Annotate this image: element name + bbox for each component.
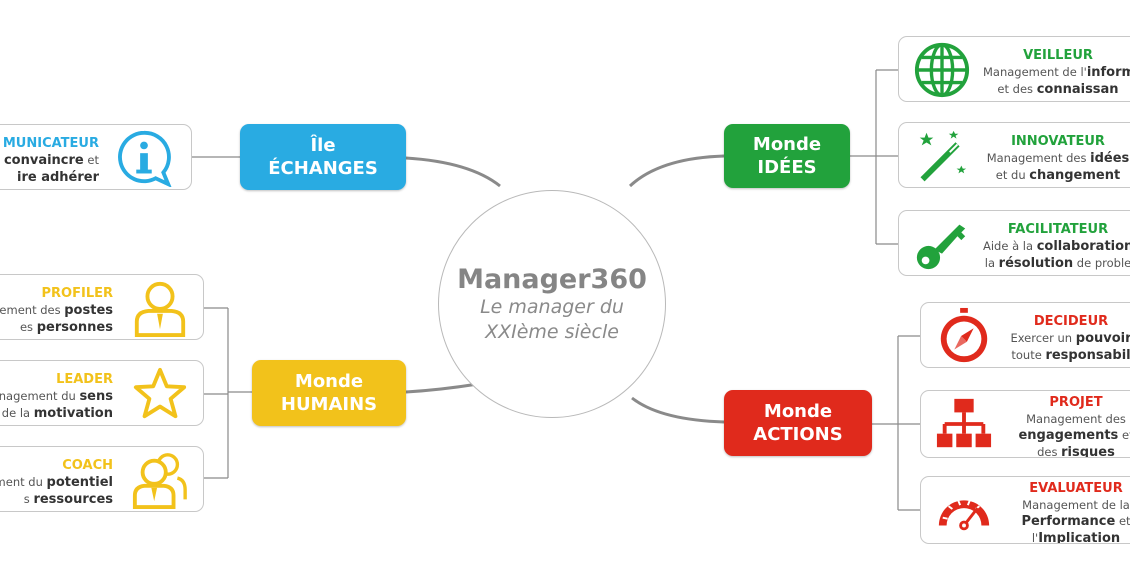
- globe-icon: [914, 42, 970, 98]
- role-coach: COACH: [62, 458, 113, 473]
- world-humains-line2: HUMAINS: [280, 394, 378, 415]
- innovateur-text-4: changement: [1029, 168, 1121, 183]
- projet-text-4: des: [1037, 445, 1062, 458]
- decideur-text-1: Exercer un: [1010, 331, 1076, 345]
- central-title: Manager360: [457, 263, 647, 295]
- role-evaluateur: EVALUATEUR: [1029, 481, 1123, 496]
- world-actions-line1: Monde: [763, 401, 833, 422]
- role-communicateur: MUNICATEUR: [2, 136, 99, 151]
- projet-text-2: engagements: [1018, 428, 1119, 443]
- card-leader[interactable]: LEADER nagement du sens de la motivation: [0, 360, 204, 426]
- world-humains-line1: Monde: [294, 371, 364, 392]
- role-veilleur: VEILLEUR: [1023, 48, 1093, 63]
- link-idees-tree: [850, 69, 898, 245]
- innovateur-text-2: idées: [1090, 151, 1130, 166]
- leader-text-2: sens: [79, 389, 113, 404]
- innovateur-text-1: Management des: [986, 151, 1091, 165]
- people-icon: [132, 453, 187, 509]
- compass-icon: [940, 307, 988, 363]
- card-communicateur[interactable]: MUNICATEUR convaincre et ire adhérer: [0, 124, 192, 190]
- world-idees-line2: IDÉES: [757, 157, 817, 178]
- profiler-text-3: es: [19, 320, 37, 334]
- coach-text-2: potentiel: [46, 475, 113, 490]
- veilleur-text-1: Management de l': [983, 65, 1087, 79]
- card-facilitateur[interactable]: FACILITATEUR Aide à la collaboration la …: [898, 210, 1130, 276]
- decideur-text-4: responsabil: [1045, 348, 1130, 363]
- coach-text-1: ment du: [0, 475, 43, 489]
- world-idees[interactable]: Monde IDÉES: [724, 124, 850, 188]
- star-icon: [133, 367, 187, 419]
- profiler-text-2: postes: [64, 303, 113, 318]
- role-projet: PROJET: [1049, 395, 1103, 410]
- link-humains-tree: [204, 307, 252, 479]
- coach-text-3: s: [23, 492, 34, 506]
- key-icon: [916, 224, 966, 270]
- evaluateur-text-3: et: [1115, 514, 1130, 528]
- card-decideur[interactable]: DECIDEUR Exercer un pouvoir toute respon…: [920, 302, 1130, 368]
- decideur-text-3: toute: [1011, 348, 1046, 362]
- world-echanges[interactable]: Île ÉCHANGES: [240, 124, 406, 190]
- leader-text-3: de la: [1, 406, 34, 420]
- link-actions-tree: [872, 335, 920, 511]
- branch-humains: [405, 382, 479, 394]
- world-echanges-line2: ÉCHANGES: [268, 158, 378, 179]
- evaluateur-text-4: l': [1031, 531, 1039, 544]
- world-idees-line1: Monde: [752, 134, 822, 155]
- facilitateur-text-1: Aide à la: [983, 239, 1037, 253]
- innovateur-text-3: et du: [995, 168, 1030, 182]
- person-icon: [134, 281, 186, 337]
- role-leader: LEADER: [56, 372, 113, 387]
- decideur-text-2: pouvoir: [1075, 331, 1130, 346]
- profiler-text-4: personnes: [36, 320, 113, 335]
- world-humains[interactable]: Monde HUMAINS: [252, 360, 406, 426]
- world-actions[interactable]: Monde ACTIONS: [724, 390, 872, 456]
- profiler-text-1: ement des: [0, 303, 65, 317]
- branch-echanges: [405, 156, 501, 188]
- magic-wand-icon: [919, 130, 967, 182]
- evaluateur-text-2: Performance: [1021, 514, 1116, 529]
- card-veilleur[interactable]: VEILLEUR Management de l'inform et des c…: [898, 36, 1130, 102]
- veilleur-text-3: et des: [997, 82, 1037, 96]
- projet-text-5: risques: [1061, 445, 1115, 458]
- communicateur-text-1: convaincre: [3, 153, 84, 168]
- org-chart-icon: [936, 398, 992, 448]
- facilitateur-text-5: de proble: [1073, 256, 1130, 270]
- card-innovateur[interactable]: INNOVATEUR Management des idées et du ch…: [898, 122, 1130, 188]
- role-profiler: PROFILER: [41, 286, 113, 301]
- veilleur-text-4: connaissan: [1036, 82, 1119, 97]
- world-actions-line2: ACTIONS: [753, 424, 843, 445]
- info-icon: [118, 130, 172, 187]
- central-node: Manager360 Le manager du XXIème siècle: [438, 190, 666, 418]
- world-echanges-line1: Île: [310, 135, 336, 156]
- coach-text-4: ressources: [33, 492, 113, 507]
- card-coach[interactable]: COACH ment du potentiel s ressources: [0, 446, 204, 512]
- card-projet[interactable]: PROJET Management des engagements et des…: [920, 390, 1130, 458]
- projet-text-1: Management des: [1026, 412, 1126, 426]
- card-evaluateur[interactable]: EVALUATEUR Management de la Performance …: [920, 476, 1130, 544]
- evaluateur-text-1: Management de la: [1022, 498, 1130, 512]
- projet-text-3: et: [1121, 428, 1130, 442]
- gauge-icon: [938, 499, 990, 531]
- facilitateur-text-2: collaboration: [1036, 239, 1130, 254]
- central-subtitle-line2: XXIème siècle: [485, 320, 619, 343]
- central-subtitle-line1: Le manager du: [480, 295, 624, 318]
- facilitateur-text-4: résolution: [998, 256, 1074, 271]
- facilitateur-text-3: la: [984, 256, 999, 270]
- veilleur-text-2: inform: [1086, 65, 1130, 80]
- role-innovateur: INNOVATEUR: [1011, 134, 1105, 149]
- branch-idees: [628, 154, 725, 188]
- communicateur-text-2: et: [83, 153, 99, 167]
- role-facilitateur: FACILITATEUR: [1007, 222, 1109, 237]
- role-decideur: DECIDEUR: [1033, 314, 1109, 329]
- evaluateur-text-5: Implication: [1038, 531, 1121, 544]
- branch-actions: [631, 396, 725, 424]
- card-profiler[interactable]: PROFILER ement des postes es personnes: [0, 274, 204, 340]
- leader-text-1: nagement du: [0, 389, 80, 403]
- leader-text-4: motivation: [33, 406, 113, 421]
- communicateur-text-3: ire adhérer: [17, 170, 99, 185]
